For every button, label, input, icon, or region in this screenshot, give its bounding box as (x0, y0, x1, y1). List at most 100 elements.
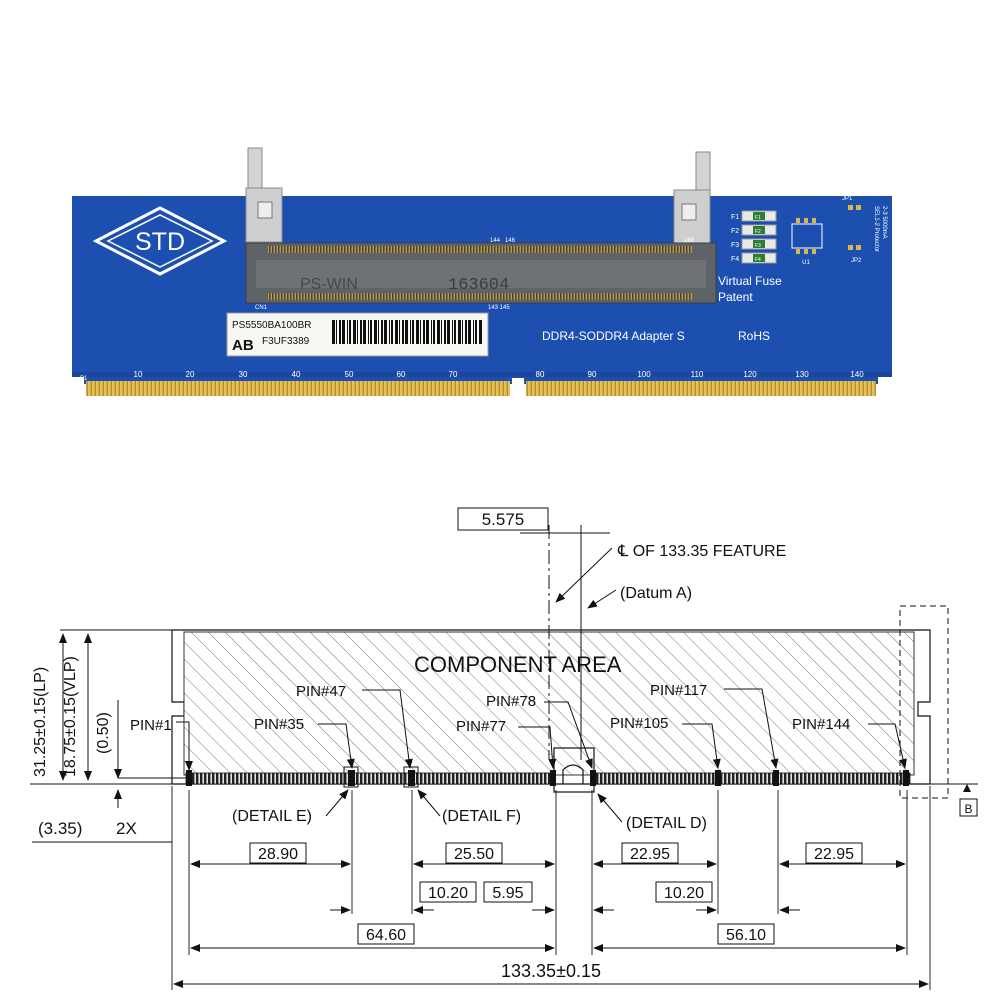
barcode (332, 320, 482, 344)
dim-2890: 28.90 (258, 846, 298, 863)
barcode-bar (479, 320, 482, 344)
barcode-bar (465, 320, 467, 344)
barcode-bar (475, 320, 477, 344)
pin-number-50: 50 (345, 370, 354, 379)
virtual-fuse-label: Virtual Fuse (718, 274, 782, 288)
fuse-label-f3: F3 (731, 242, 739, 249)
pin-number-100: 100 (637, 370, 651, 379)
dim-2295-left: 22.95 (630, 846, 670, 863)
datum-b-label: B (964, 802, 972, 816)
barcode-bar (423, 320, 425, 344)
barcode-bar (468, 320, 471, 344)
barcode-bar (391, 320, 393, 344)
top-dim-box (457, 507, 549, 531)
fuse-label-f4: F4 (731, 256, 739, 263)
barcode-bar (368, 320, 369, 344)
pin-marker-117 (773, 770, 779, 786)
pin-marker-144 (903, 770, 909, 786)
centerline-label: ℄ OF 133.35 FEATURE (617, 543, 786, 560)
barcode-bar (420, 320, 421, 344)
pin-number-70: 70 (449, 370, 458, 379)
detail-d-label: (DETAIL D) (626, 815, 707, 832)
rohs-label: RoHS (738, 329, 770, 343)
barcode-bar (389, 320, 390, 344)
dim-total: 133.35±0.15 (501, 961, 601, 981)
left-dim-2x: 2X (116, 819, 137, 838)
gold-fingers-right (526, 381, 876, 396)
barcode-bar (336, 320, 337, 344)
barcode-bar (447, 320, 450, 344)
pin-marker-47 (408, 770, 415, 786)
dim-2295-right: 22.95 (814, 846, 854, 863)
side-text-protector: SEL1-2 Protector (873, 206, 879, 252)
left-dim-lp: 31.25±0.15(LP) (32, 667, 49, 777)
slot-label-left: PS-WIN (300, 276, 358, 293)
sodimm-slot: PS-WIN 163604 (245, 242, 717, 304)
sticker-code: F3UF3389 (262, 336, 310, 347)
pin-marker-105 (715, 770, 721, 786)
contact-row-left (185, 772, 555, 785)
fuse-label-f1: F1 (731, 214, 739, 221)
dim-5610: 56.10 (726, 927, 766, 944)
slot-pin-288: 288 (684, 238, 695, 244)
pin117-label: PIN#117 (650, 682, 707, 699)
u1-label: U1 (802, 260, 810, 266)
pin-number-30: 30 (239, 370, 248, 379)
pin78-label: PIN#78 (486, 693, 536, 710)
barcode-bar (339, 320, 341, 344)
dim-595: 5.95 (492, 885, 523, 902)
dim-1020-right: 10.20 (664, 885, 704, 902)
dim-2550: 25.50 (454, 846, 494, 863)
barcode-bar (384, 320, 387, 344)
barcode-bar (378, 320, 379, 344)
pin-number-110: 110 (691, 370, 704, 379)
sticker-serial: PS5550BA100BR (232, 320, 312, 331)
barcode-bar (349, 320, 351, 344)
fuse-array: F1 F2 F3 F4 F1 F2 F3 F4 (731, 210, 777, 264)
barcode-bar (444, 320, 446, 344)
right-ejector-bracket (673, 151, 711, 245)
barcode-bar (405, 320, 408, 344)
barcode-bar (347, 320, 348, 344)
barcode-bar (433, 320, 435, 344)
slot-pin-146: 146 (505, 238, 516, 244)
u1-footprint: U1 (791, 218, 823, 266)
slot-label-code: 163604 (448, 276, 509, 295)
std-logo: STD (92, 206, 228, 276)
barcode-bar (342, 320, 345, 344)
barcode-bar (431, 320, 432, 344)
pin35-label: PIN#35 (254, 716, 304, 733)
barcode-bar (374, 320, 377, 344)
top-dim-5575: 5.575 (482, 510, 525, 529)
pin-number-10: 10 (134, 370, 143, 379)
pin-number-120: 120 (743, 370, 757, 379)
dim-6460: 64.60 (366, 927, 406, 944)
barcode-bar (332, 320, 335, 344)
barcode-bar (410, 320, 411, 344)
barcode-bar (381, 320, 383, 344)
pin105-label: PIN#105 (610, 715, 668, 732)
component-area-label: COMPONENT AREA (414, 652, 622, 677)
barcode-sticker: PS5550BA100BR AB F3UF3389 (226, 312, 489, 357)
jumper-pads: JP1 JP2 (842, 196, 862, 264)
left-dim-050: (0.50) (95, 712, 112, 754)
barcode-bar (473, 320, 474, 344)
detail-f-label: (DETAIL F) (442, 808, 521, 825)
barcode-bar (437, 320, 440, 344)
barcode-bar (363, 320, 366, 344)
jumper-jp1-label: JP1 (842, 196, 853, 202)
sticker-ab: AB (232, 337, 254, 354)
fuse-chip-f3: F3 (755, 243, 761, 249)
patent-label: Patent (718, 290, 753, 304)
pin-marker-78 (590, 770, 596, 786)
pin-number-40: 40 (292, 370, 301, 379)
pin144-label: PIN#144 (792, 716, 850, 733)
pin-number-140: 140 (850, 370, 864, 379)
left-dim-335: (3.35) (38, 819, 82, 838)
left-ejector-bracket (245, 147, 283, 243)
barcode-bar (416, 320, 419, 344)
barcode-bar (353, 320, 356, 344)
pin47-label: PIN#47 (296, 683, 346, 700)
